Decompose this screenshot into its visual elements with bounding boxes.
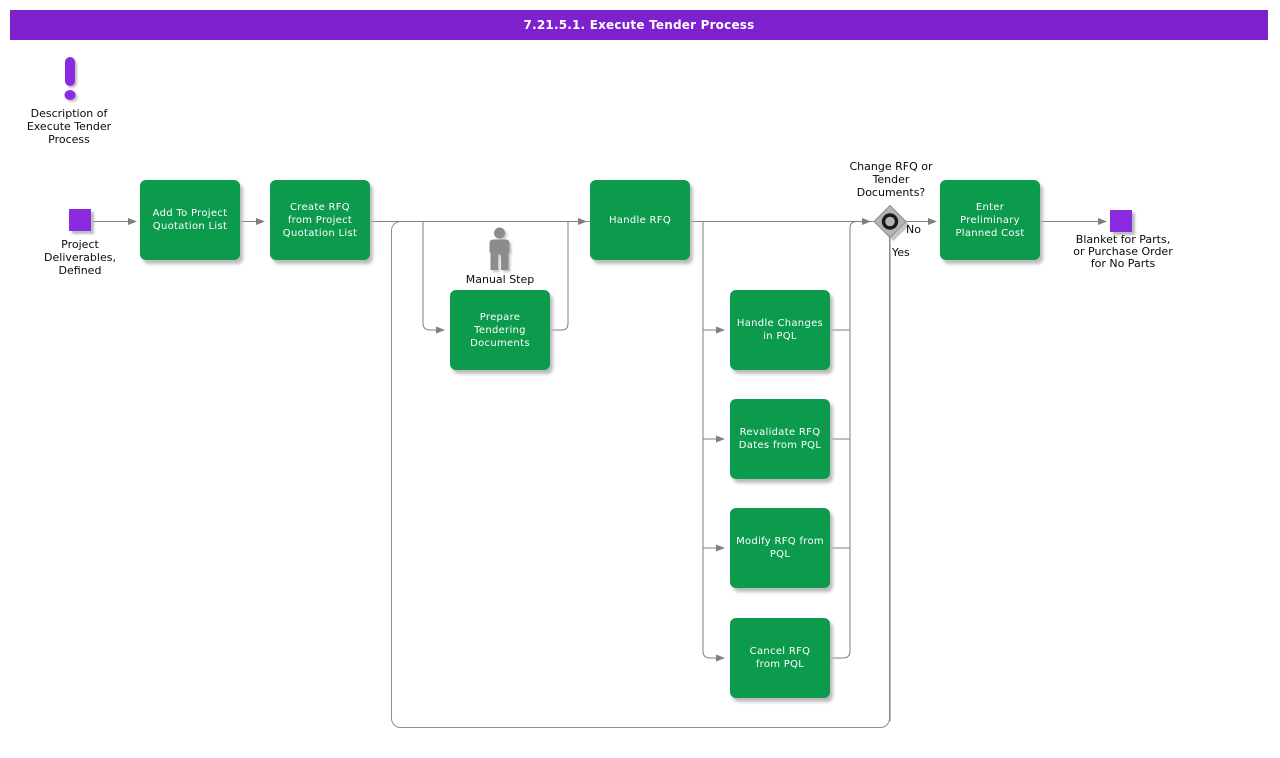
end-event-label: Blanket for Parts, or Purchase Order for… bbox=[1073, 233, 1173, 270]
description-link-label[interactable]: Description of Execute Tender Process bbox=[26, 107, 112, 146]
task-revalidate-rfq-dates[interactable]: Revalidate RFQ Dates from PQL bbox=[730, 399, 830, 479]
task-add-to-project-quotation-list[interactable]: Add To Project Quotation List bbox=[140, 180, 240, 260]
start-event-node bbox=[69, 209, 91, 231]
task-handle-rfq[interactable]: Handle RFQ bbox=[590, 180, 690, 260]
task-label: Revalidate RFQ Dates from PQL bbox=[738, 427, 822, 451]
connector-prepare-return bbox=[550, 222, 569, 331]
end-event-node bbox=[1110, 210, 1132, 232]
task-handle-changes-in-pql[interactable]: Handle Changes in PQL bbox=[730, 290, 830, 370]
task-modify-rfq-from-pql[interactable]: Modify RFQ from PQL bbox=[730, 508, 830, 588]
connector-collector bbox=[830, 221, 858, 659]
task-create-rfq-from-pql[interactable]: Create RFQ from Project Quotation List bbox=[270, 180, 370, 260]
title-bar: 7.21.5.1. Execute Tender Process bbox=[10, 10, 1268, 40]
task-label: Create RFQ from Project Quotation List bbox=[282, 201, 358, 239]
connector-branch-to-cancel bbox=[702, 221, 725, 662]
person-icon bbox=[489, 227, 510, 270]
task-label: Enter Preliminary Planned Cost bbox=[955, 201, 1025, 239]
task-label: Modify RFQ from PQL bbox=[736, 536, 824, 560]
task-label: Handle Changes in PQL bbox=[736, 318, 824, 342]
task-cancel-rfq-from-pql[interactable]: Cancel RFQ from PQL bbox=[730, 618, 830, 698]
manual-step-icon-wrap bbox=[487, 227, 514, 273]
task-label: Add To Project Quotation List bbox=[152, 208, 228, 232]
task-prepare-tendering-documents[interactable]: Prepare Tendering Documents bbox=[450, 290, 550, 370]
description-link[interactable] bbox=[64, 56, 86, 104]
exclamation-icon bbox=[64, 57, 76, 100]
decision-yes-label: Yes bbox=[892, 246, 910, 259]
decision-no-label: No bbox=[906, 223, 921, 236]
start-event-label: Project Deliverables, Defined bbox=[44, 238, 116, 277]
task-label: Cancel RFQ from PQL bbox=[749, 646, 811, 670]
task-label: Handle RFQ bbox=[608, 214, 671, 226]
page-title: 7.21.5.1. Execute Tender Process bbox=[523, 18, 755, 32]
connector-to-prepare-tendering bbox=[422, 221, 445, 334]
task-label: Prepare Tendering Documents bbox=[470, 311, 530, 349]
manual-step-label: Manual Step bbox=[465, 273, 535, 286]
decision-question-label: Change RFQ or Tender Documents? bbox=[849, 160, 933, 199]
decision-diamond[interactable] bbox=[873, 204, 907, 239]
task-enter-preliminary-planned-cost[interactable]: Enter Preliminary Planned Cost bbox=[940, 180, 1040, 260]
